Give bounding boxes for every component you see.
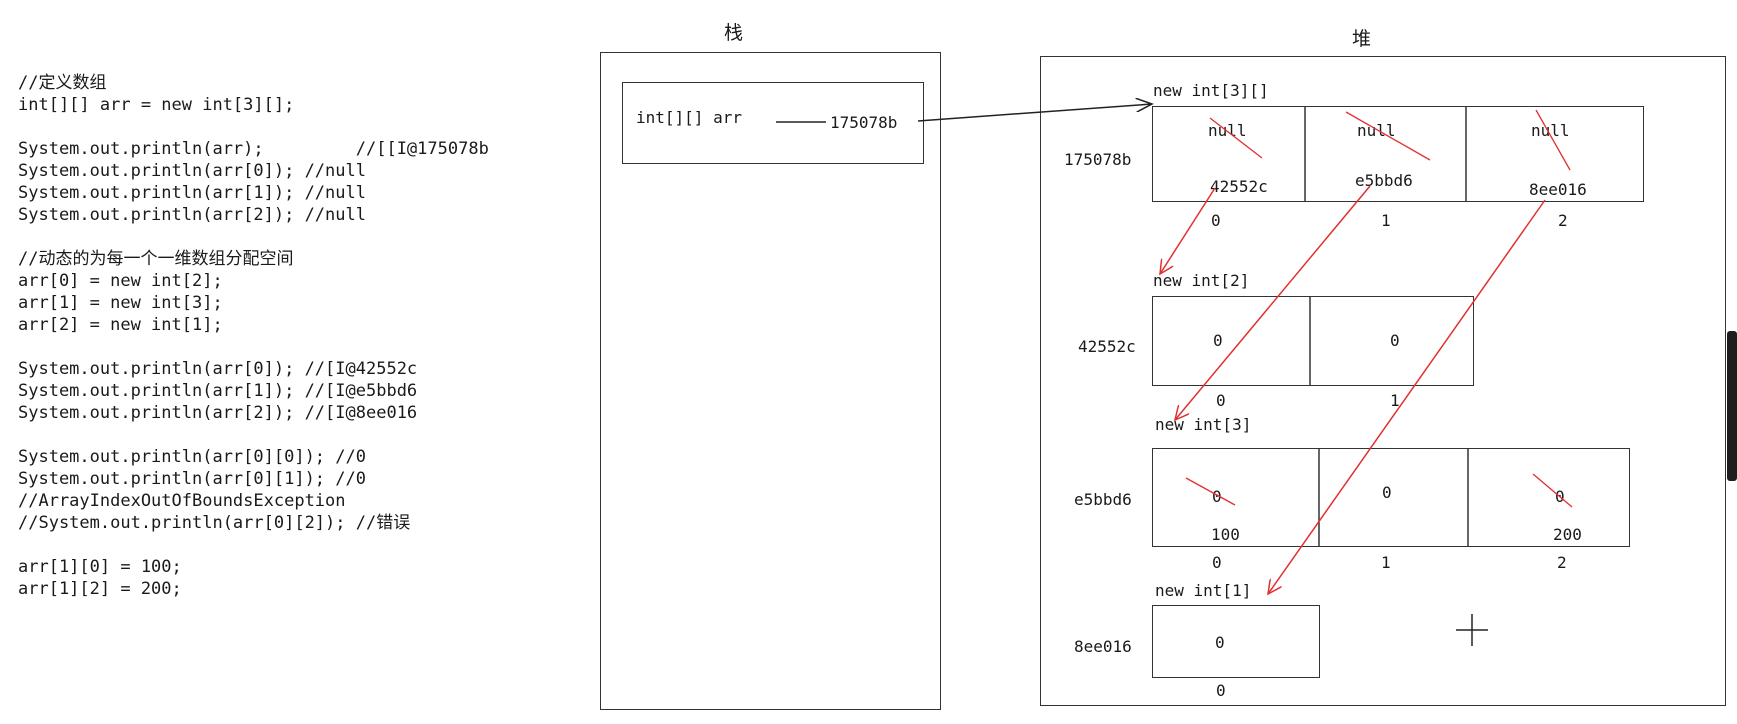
stack-var-label: int[][] arr bbox=[636, 108, 742, 127]
arr2-index-0: 0 bbox=[1216, 681, 1226, 700]
code-line: System.out.println(arr[0][1]); //0 bbox=[18, 469, 366, 489]
pointer-to-arr0 bbox=[1160, 187, 1216, 274]
arr0-index-0: 0 bbox=[1216, 391, 1226, 410]
stack-frame-arr bbox=[622, 82, 924, 164]
code-line: System.out.println(arr[0][0]); //0 bbox=[18, 447, 366, 467]
red-pointers bbox=[1160, 185, 1546, 594]
pointer-to-arr2 bbox=[1268, 199, 1546, 594]
outer-index-0: 0 bbox=[1211, 211, 1221, 230]
stack-title: 栈 bbox=[724, 22, 744, 44]
code-line: System.out.println(arr[0]); //[I@42552c bbox=[18, 359, 418, 379]
outer-cell-2-new: 8ee016 bbox=[1529, 180, 1587, 199]
code-line: //System.out.println(arr[0][2]); //错误 bbox=[18, 513, 411, 533]
outer-array-address: 175078b bbox=[1064, 150, 1132, 169]
heap-title: 堆 bbox=[1352, 28, 1372, 50]
arr0-label: new int[2] bbox=[1153, 271, 1250, 290]
cell-dividers bbox=[1304, 106, 1469, 547]
code-line: System.out.println(arr[0]); //null bbox=[18, 161, 366, 181]
outer-array-label: new int[3][] bbox=[1153, 81, 1269, 100]
code-line: int[][] arr = new int[3][]; bbox=[18, 95, 295, 115]
code-line: arr[1] = new int[3]; bbox=[18, 293, 223, 313]
arr1-index-1: 1 bbox=[1381, 553, 1391, 572]
code-line: arr[0] = new int[2]; bbox=[18, 271, 223, 291]
arr2-label: new int[1] bbox=[1155, 581, 1252, 600]
arr1-cell-1: 0 bbox=[1382, 483, 1392, 502]
outer-array-box bbox=[1152, 106, 1644, 202]
stack-var-value: 175078b bbox=[830, 113, 898, 132]
pointer-to-arr1 bbox=[1175, 185, 1371, 420]
outer-index-2: 2 bbox=[1558, 211, 1568, 230]
code-line: //动态的为每一个一维数组分配空间 bbox=[18, 249, 294, 269]
outer-cell-1-new: e5bbd6 bbox=[1355, 171, 1413, 190]
cursor-crosshair-icon bbox=[1456, 614, 1488, 646]
arr0-index-1: 1 bbox=[1390, 391, 1400, 410]
arr1-cell-0-old: 0 bbox=[1212, 487, 1222, 506]
code-line: arr[1][0] = 100; bbox=[18, 557, 182, 577]
arr1-address: e5bbd6 bbox=[1074, 490, 1132, 509]
code-line: arr[2] = new int[1]; bbox=[18, 315, 223, 335]
code-line: System.out.println(arr); //[[I@175078b bbox=[18, 139, 489, 159]
scrollbar-thumb[interactable] bbox=[1727, 331, 1737, 481]
code-line: System.out.println(arr[2]); //[I@8ee016 bbox=[18, 403, 418, 423]
arr2-box bbox=[1152, 605, 1320, 678]
arr1-index-2: 2 bbox=[1557, 553, 1567, 572]
arr1-box bbox=[1152, 448, 1630, 547]
stack-area bbox=[600, 52, 941, 710]
arr1-cell-0-new: 100 bbox=[1211, 525, 1240, 544]
arr0-cell-1: 0 bbox=[1390, 331, 1400, 350]
outer-index-1: 1 bbox=[1381, 211, 1391, 230]
stack-to-heap-pointer bbox=[917, 104, 1152, 122]
strike-throughs bbox=[1185, 109, 1573, 508]
heap-area bbox=[1040, 56, 1726, 706]
code-line: System.out.println(arr[1]); //[I@e5bbd6 bbox=[18, 381, 418, 401]
outer-cell-0-new: 42552c bbox=[1210, 177, 1268, 196]
arr2-address: 8ee016 bbox=[1074, 637, 1132, 656]
code-line: //ArrayIndexOutOfBoundsException bbox=[18, 491, 346, 511]
arr1-index-0: 0 bbox=[1212, 553, 1222, 572]
arr1-cell-2-new: 200 bbox=[1553, 525, 1582, 544]
arr2-cell-0: 0 bbox=[1215, 633, 1225, 652]
arr0-box bbox=[1152, 296, 1474, 386]
outer-cell-2-old: null bbox=[1531, 121, 1570, 140]
code-line: arr[1][2] = 200; bbox=[18, 579, 182, 599]
arr0-cell-0: 0 bbox=[1213, 331, 1223, 350]
code-line: System.out.println(arr[2]); //null bbox=[18, 205, 366, 225]
code-line: //定义数组 bbox=[18, 73, 107, 93]
code-line: System.out.println(arr[1]); //null bbox=[18, 183, 366, 203]
arr0-address: 42552c bbox=[1078, 337, 1136, 356]
